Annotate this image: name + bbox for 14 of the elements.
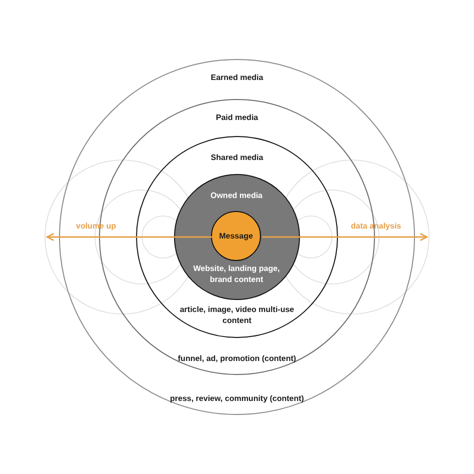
- circle-label: Message: [219, 232, 253, 240]
- ring-description: article, image, video multi-use content: [178, 304, 296, 326]
- arrow: [46, 232, 212, 242]
- ring-description: press, review, community (content): [169, 393, 305, 404]
- arrow: [262, 232, 428, 242]
- media-ring: [59, 59, 415, 415]
- ring-description: Website, landing page, brand content: [192, 262, 281, 284]
- media-ring: [136, 136, 338, 338]
- ring-title: Shared media: [210, 152, 264, 163]
- ring-description: funnel, ad, promotion (content): [176, 353, 298, 364]
- ring-title: Owned media: [209, 190, 264, 200]
- message-circle: [211, 211, 261, 261]
- ring-title: Paid media: [214, 112, 260, 123]
- ring-title: Earned media: [210, 72, 264, 83]
